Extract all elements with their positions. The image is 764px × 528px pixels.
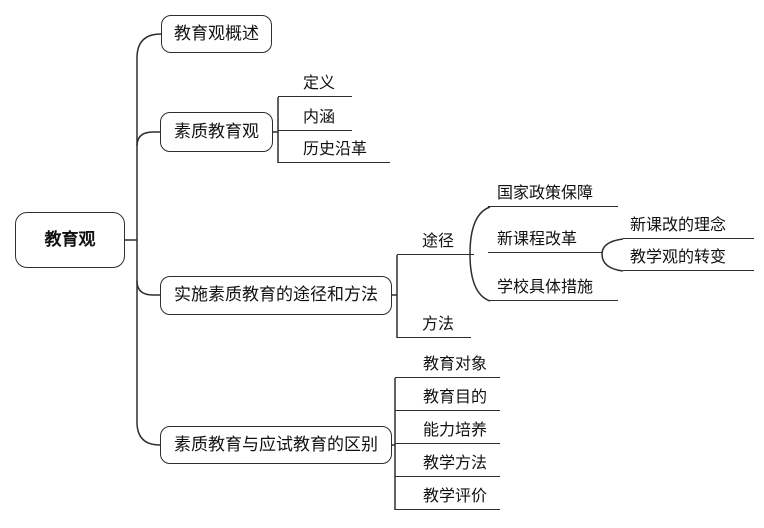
reform-children-bracket <box>601 238 624 272</box>
node-education-object[interactable]: 教育对象 <box>395 352 500 378</box>
node-differences[interactable]: 素质教育与应试教育的区别 <box>160 426 392 464</box>
node-history[interactable]: 历史沿革 <box>278 137 390 163</box>
node-teaching-evaluation[interactable]: 教学评价 <box>395 484 500 510</box>
node-methods[interactable]: 方法 <box>397 312 471 338</box>
node-new-curriculum-reform[interactable]: 新课程改革 <box>488 227 602 253</box>
branch2-connector <box>136 131 160 147</box>
node-ability-cultivation[interactable]: 能力培养 <box>395 418 500 444</box>
node-definition[interactable]: 定义 <box>278 71 352 97</box>
node-reform-ideas[interactable]: 新课改的理念 <box>623 213 754 239</box>
node-root[interactable]: 教育观 <box>15 212 125 268</box>
trunk-line <box>136 33 162 446</box>
node-ways[interactable]: 途径 <box>397 229 474 255</box>
node-education-purpose[interactable]: 教育目的 <box>395 385 500 411</box>
node-connotation[interactable]: 内涵 <box>278 105 352 131</box>
node-teaching-view-change[interactable]: 教学观的转变 <box>623 245 754 271</box>
node-ways-and-methods[interactable]: 实施素质教育的途径和方法 <box>160 276 392 315</box>
node-overview[interactable]: 教育观概述 <box>161 15 272 53</box>
node-quality-education-view[interactable]: 素质教育观 <box>160 112 273 152</box>
node-school-measures[interactable]: 学校具体措施 <box>488 275 618 301</box>
node-national-policy[interactable]: 国家政策保障 <box>488 181 618 207</box>
node-teaching-methods[interactable]: 教学方法 <box>395 451 500 477</box>
branch3-connector <box>136 280 160 296</box>
